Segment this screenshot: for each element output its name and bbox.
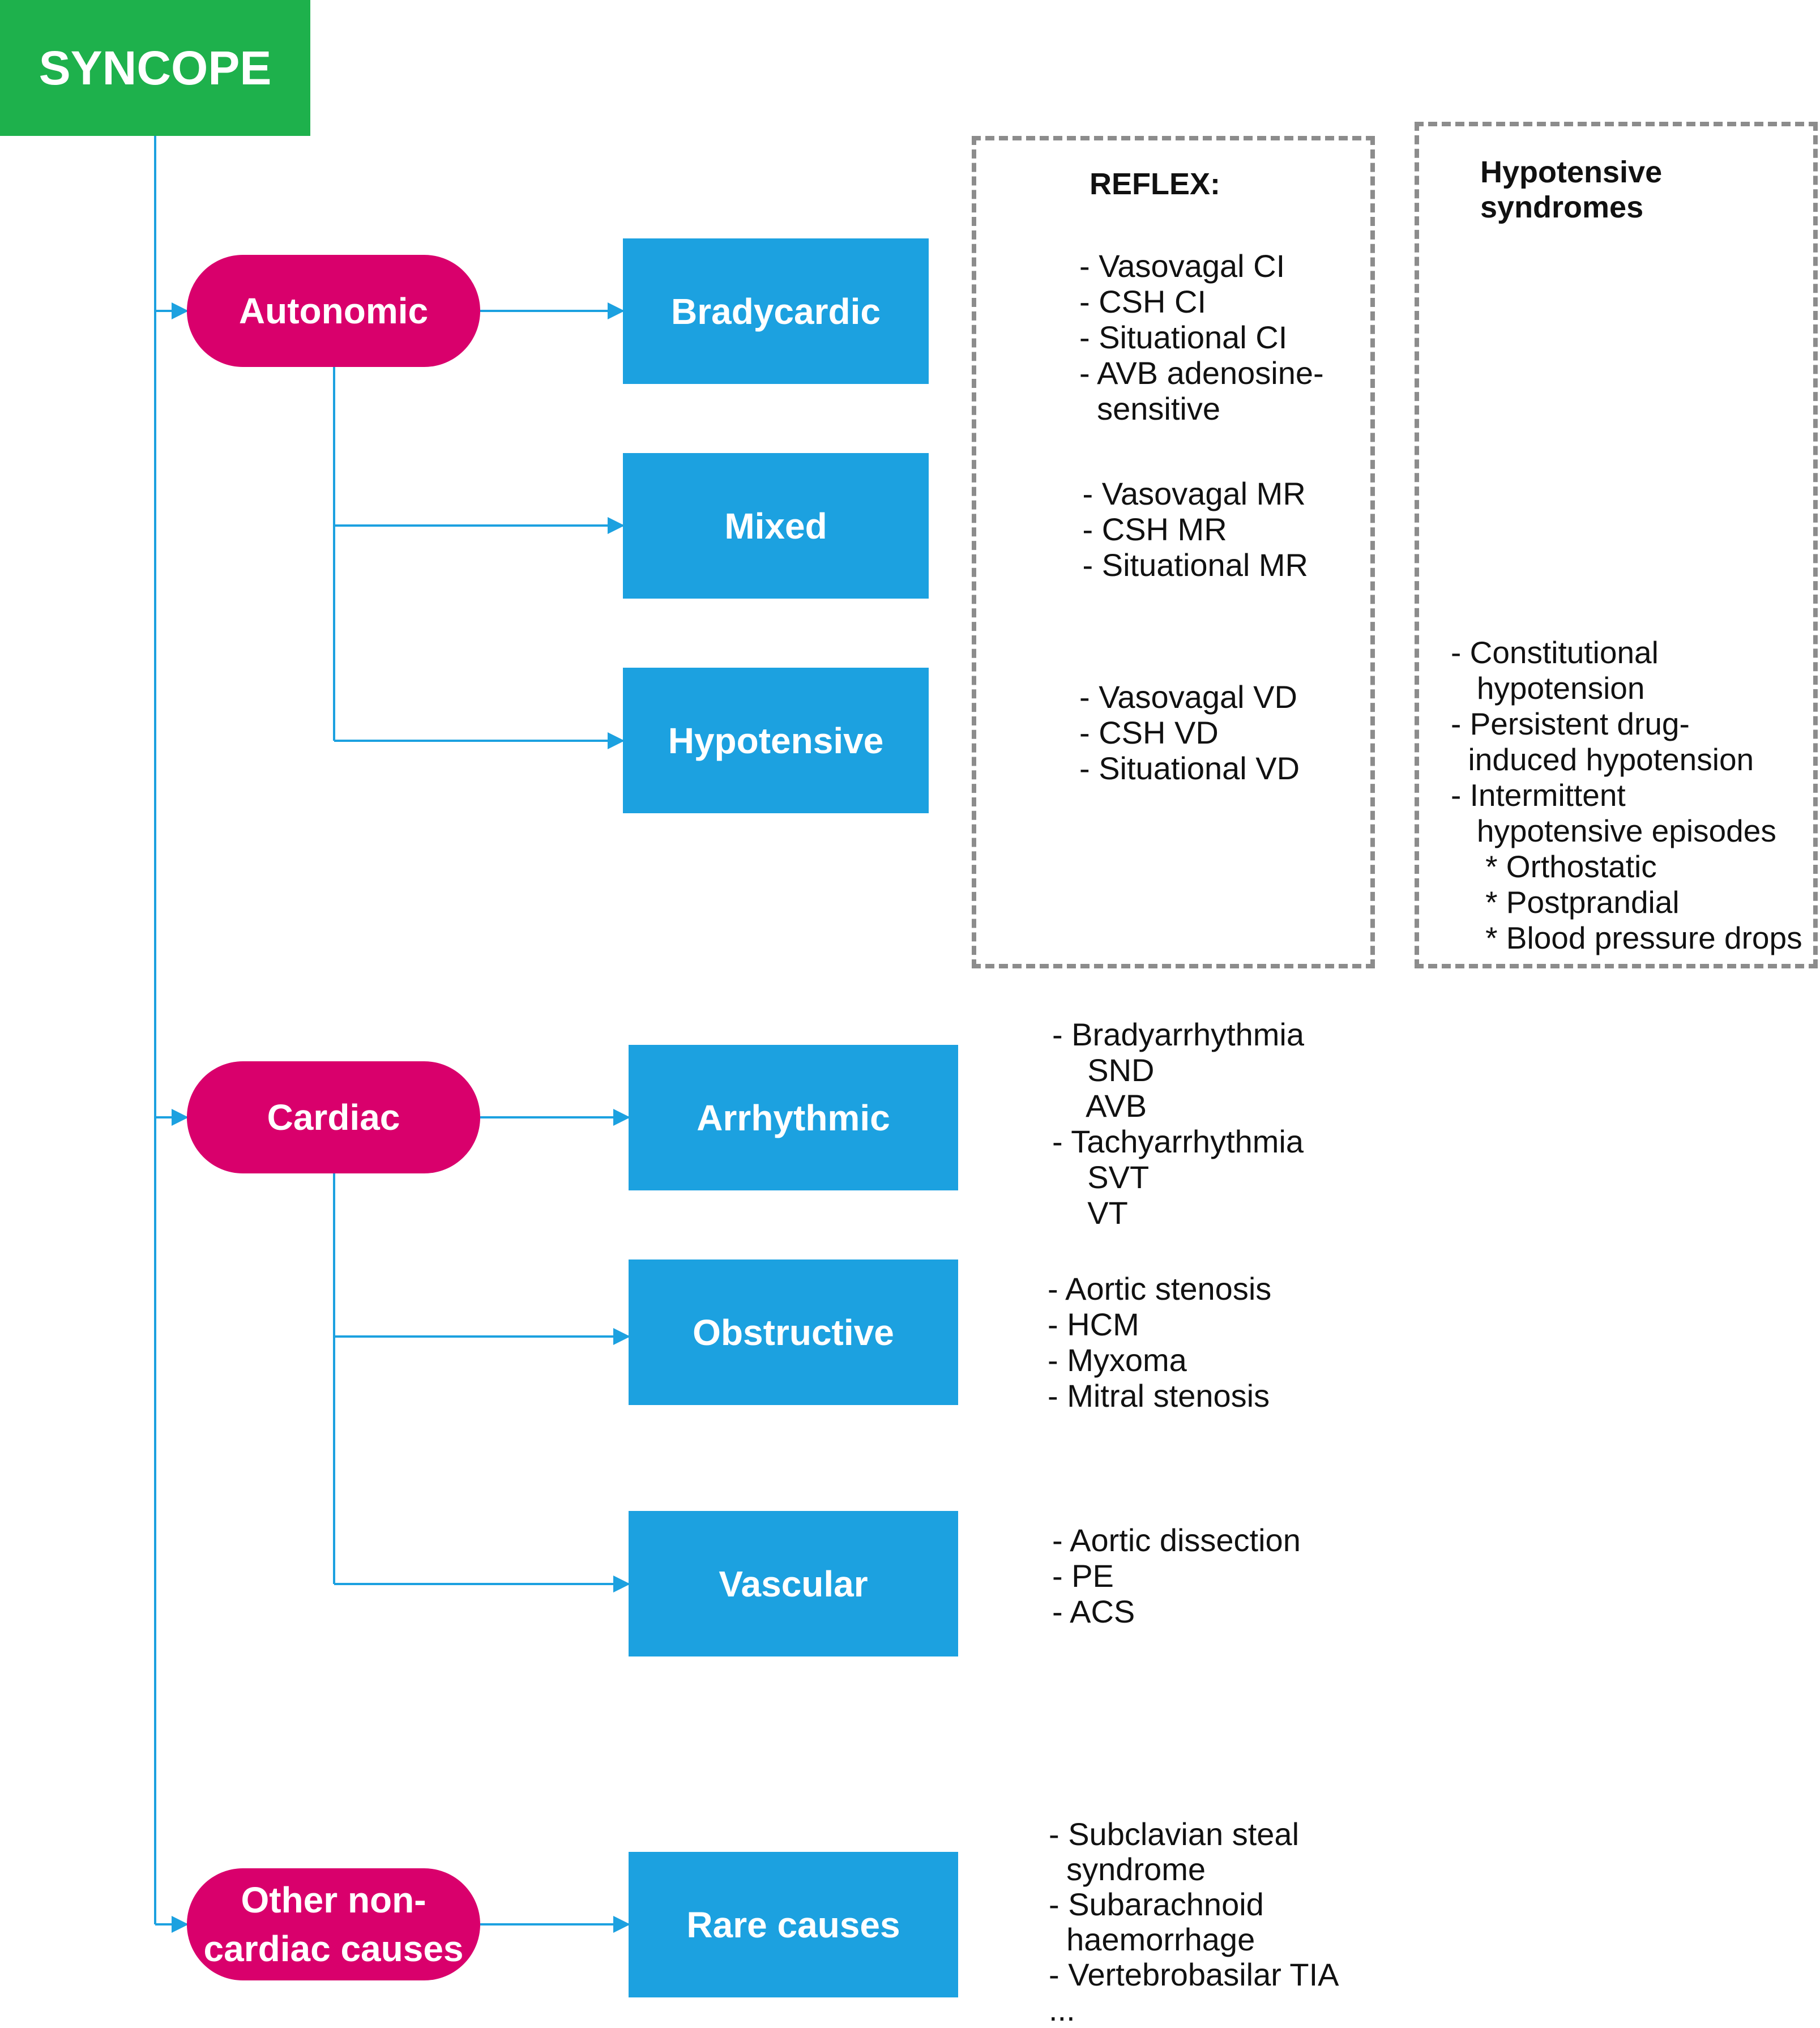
reflex-mixed-items: - Vasovagal MR - CSH MR - Situational MR (1082, 476, 1308, 583)
reflex-panel (972, 136, 1375, 968)
reflex-panel-title: REFLEX: (1090, 167, 1221, 201)
reflex-bradycardic-items: - Vasovagal CI - CSH CI - Situational CI… (1079, 248, 1324, 426)
subtype-bradycardic: Bradycardic (623, 238, 929, 384)
subtype-obstructive: Obstructive (629, 1260, 958, 1405)
arrhythmic-details: - Bradyarrhythmia SND AVB - Tachyarrhyth… (1052, 1017, 1305, 1231)
subtype-arrhythmic: Arrhythmic (629, 1045, 958, 1190)
hypotensive-syndromes-items: - Constitutional hypotension - Persisten… (1451, 635, 1802, 955)
obstructive-details: - Aortic stenosis - HCM - Myxoma - Mitra… (1048, 1271, 1272, 1414)
category-other-non-cardiac: Other non- cardiac causes (187, 1868, 480, 1980)
reflex-hypotensive-items: - Vasovagal VD - CSH VD - Situational VD (1079, 679, 1300, 786)
category-autonomic: Autonomic (187, 255, 480, 367)
root-node-syncope: SYNCOPE (0, 0, 310, 136)
subtype-hypotensive: Hypotensive (623, 668, 929, 813)
category-cardiac: Cardiac (187, 1061, 480, 1173)
hypotensive-syndromes-title: Hypotensive syndromes (1480, 155, 1663, 224)
subtype-mixed: Mixed (623, 453, 929, 599)
rare-causes-details: - Subclavian steal syndrome - Subarachno… (1049, 1816, 1339, 2027)
subtype-rare-causes: Rare causes (629, 1852, 958, 1997)
subtype-vascular: Vascular (629, 1511, 958, 1656)
hypotensive-syndromes-panel (1415, 122, 1818, 968)
vascular-details: - Aortic dissection - PE - ACS (1052, 1522, 1301, 1629)
